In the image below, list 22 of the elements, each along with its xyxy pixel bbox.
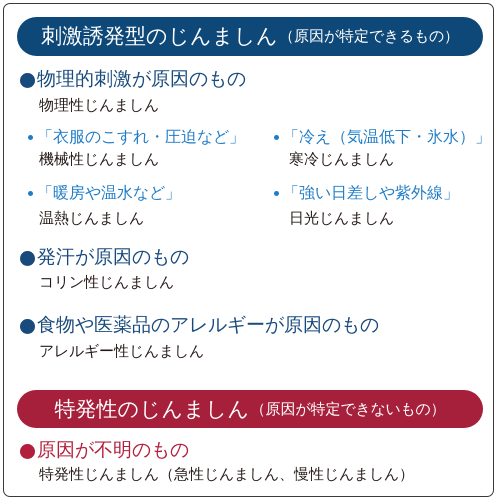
section-header-pill: [17, 17, 483, 56]
section-note: （原因が特定できないもの）: [250, 402, 446, 416]
trigger-item: 「暖房や温水など」: [37, 184, 181, 202]
category-heading: 原因が不明のもの: [37, 440, 189, 462]
subtype-name: アレルギー性じんましん: [39, 343, 204, 361]
section-title: 刺激誘発型のじんましん: [41, 26, 278, 47]
section-title: 特発性のじんましん: [54, 398, 250, 420]
subtype-name: 特発性じんましん（急性じんましん、慢性じんましん）: [39, 466, 414, 484]
section-note: （原因が特定できるもの）: [279, 29, 459, 44]
subtype-name: 寒冷じんましん: [289, 151, 394, 169]
category-heading: 物理的刺激が原因のもの: [37, 69, 246, 91]
subtype-name: 日光じんましん: [289, 210, 394, 228]
trigger-item: 「衣服のこすれ・圧迫など」: [37, 128, 245, 146]
section-header-pill: [17, 390, 483, 428]
subtype-name: 温熱じんましん: [39, 210, 144, 228]
category-heading: 食物や医薬品のアレルギーが原因のもの: [37, 315, 379, 337]
trigger-item: 「強い日差しや紫外線」: [283, 184, 459, 202]
category-heading: 発汗が原因のもの: [37, 247, 189, 269]
subtype-name: 機械性じんましん: [39, 151, 159, 169]
subtype-name: 物理性じんましん: [39, 97, 159, 115]
trigger-item: 「冷え（気温低下・氷水）」: [283, 128, 491, 146]
subtype-name: コリン性じんましん: [39, 274, 174, 292]
